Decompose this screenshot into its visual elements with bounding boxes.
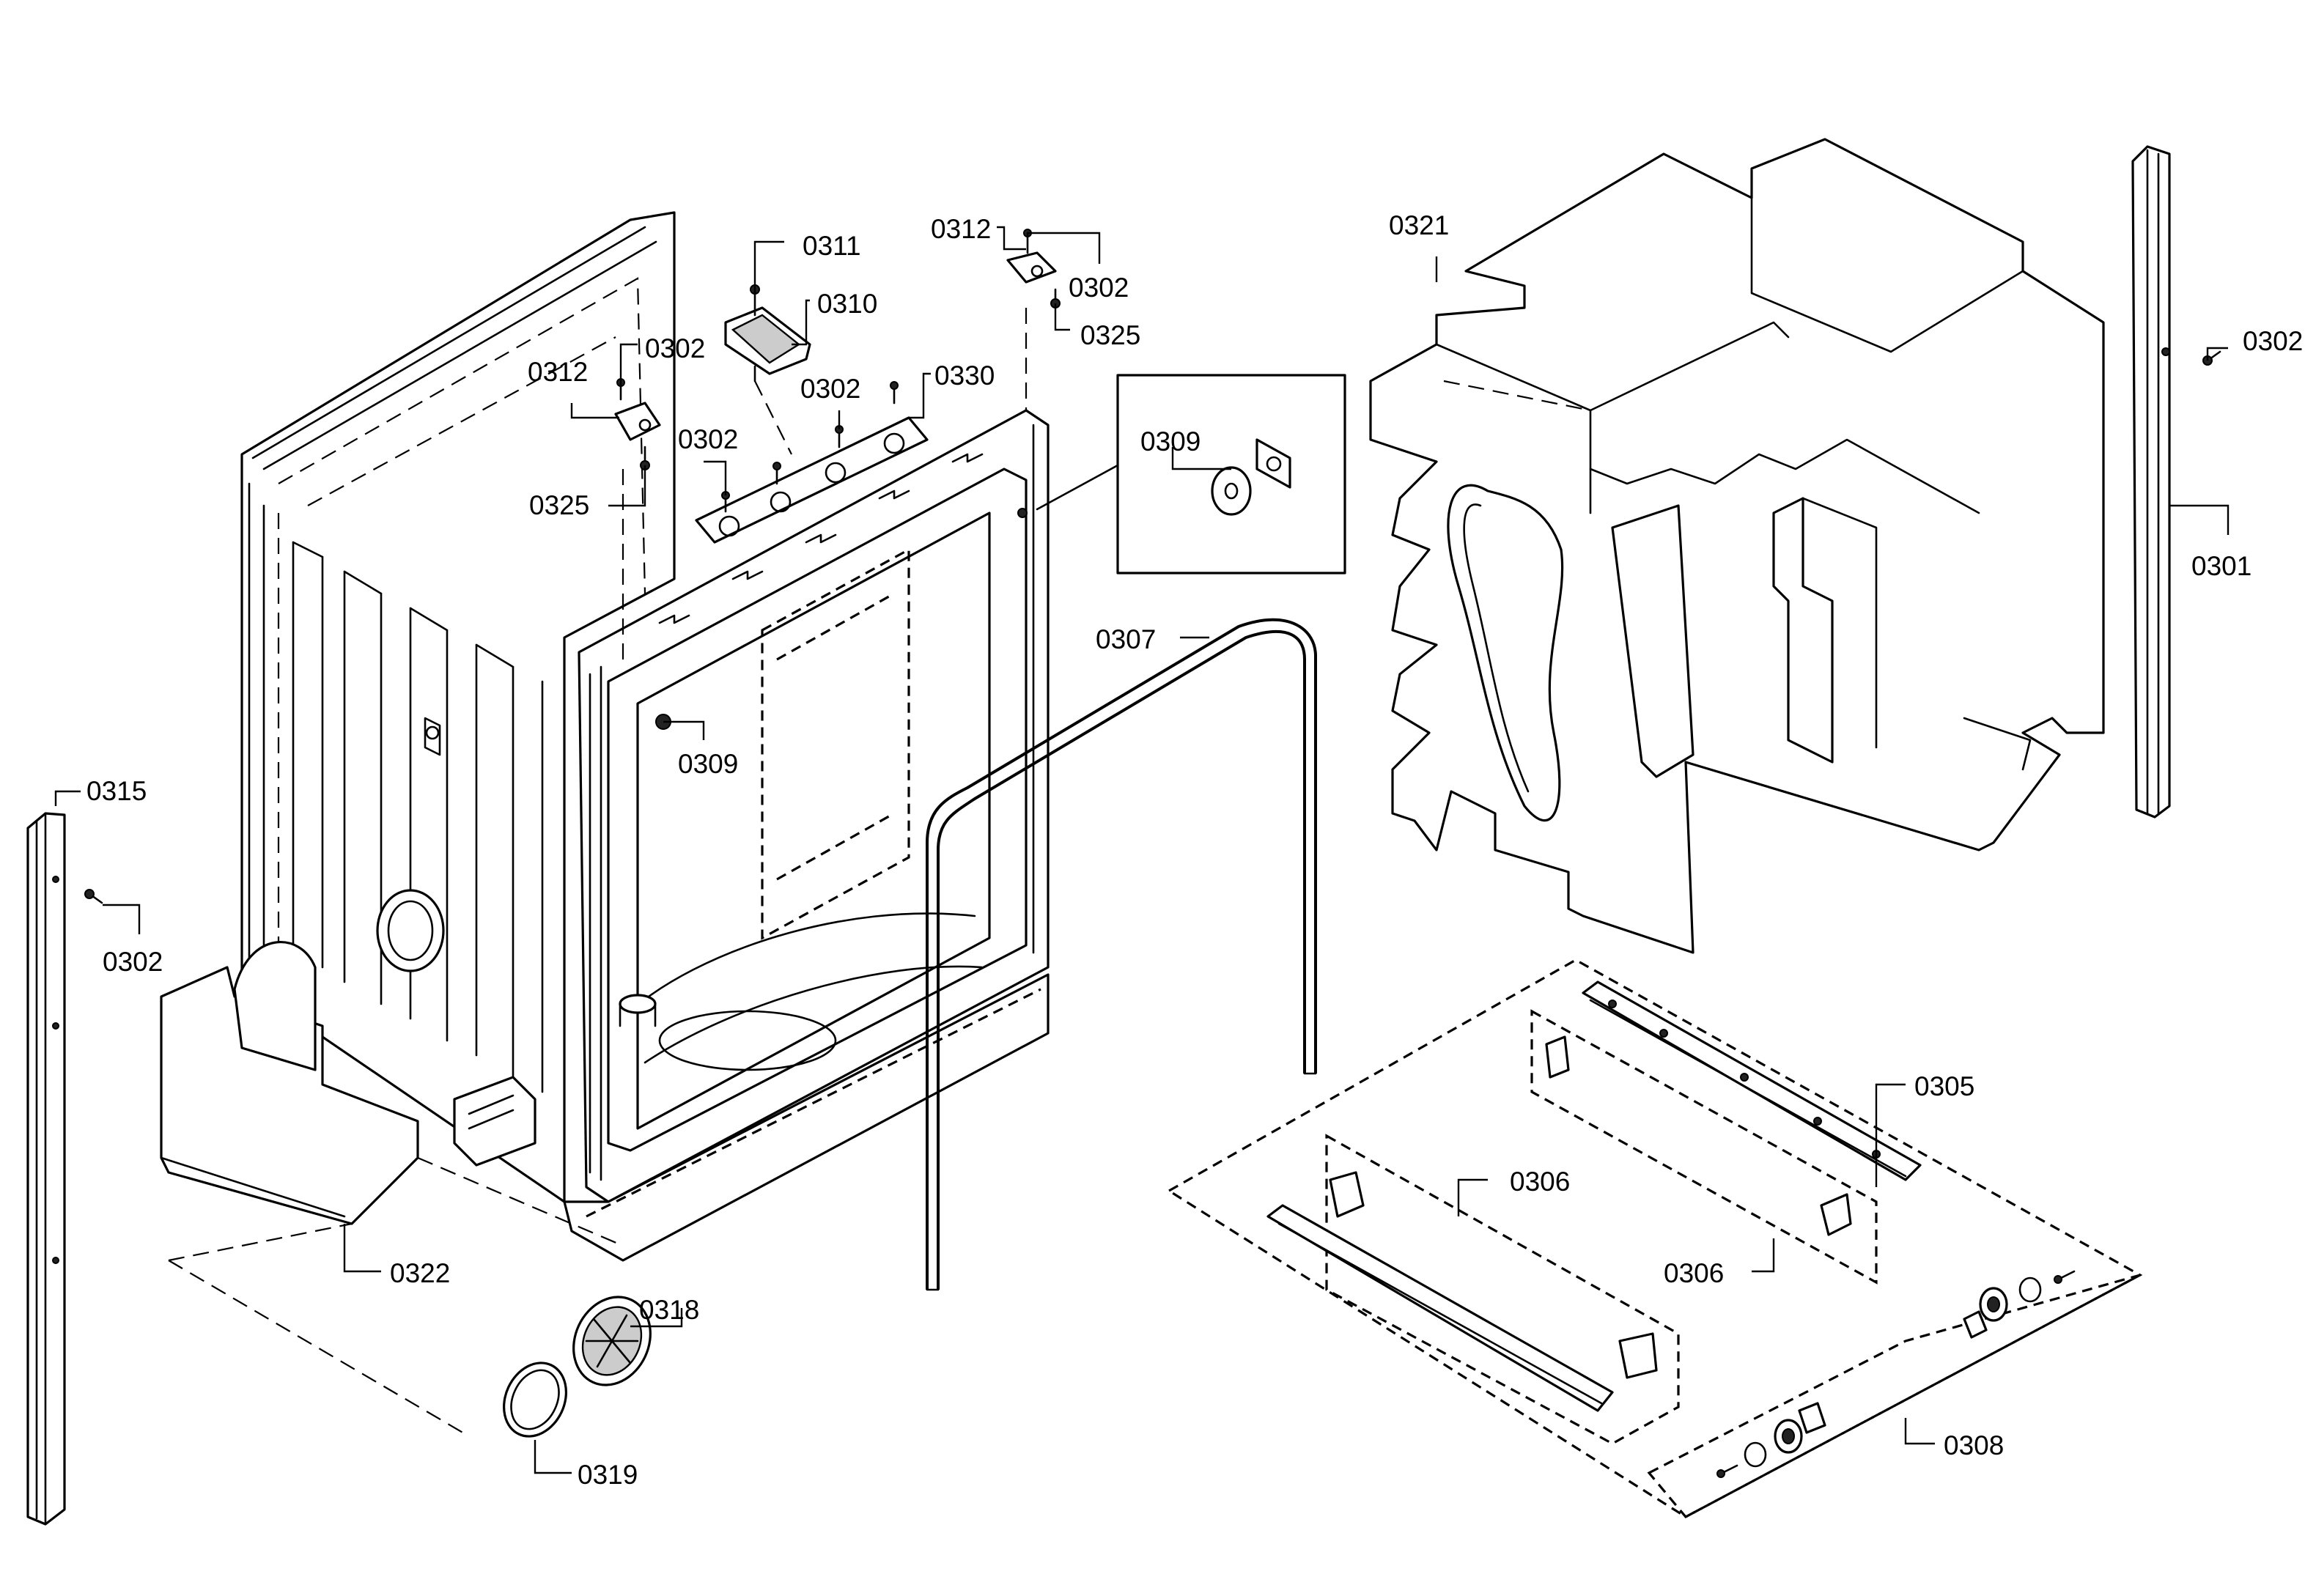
label-0302-mid: 0302 [800, 374, 860, 404]
insulation-blanket [1369, 138, 2105, 954]
label-0301: 0301 [2191, 551, 2252, 581]
side-trim-strip-left [26, 812, 103, 1526]
label-0302-left-strip: 0302 [103, 947, 163, 977]
label-0319: 0319 [578, 1460, 638, 1490]
label-0315: 0315 [86, 776, 147, 806]
pump-seal-parts [503, 1296, 652, 1438]
label-0325-right: 0325 [1080, 320, 1140, 350]
label-0307: 0307 [1096, 624, 1156, 654]
label-0306-lower: 0306 [1664, 1258, 1724, 1288]
label-0312-right: 0312 [931, 214, 991, 244]
label-0302-top-right: 0302 [1069, 273, 1129, 303]
base-bracket [160, 941, 624, 1437]
label-0306-upper: 0306 [1510, 1167, 1570, 1197]
tub-assembly [240, 211, 1050, 1262]
side-trim-strip-right [2131, 145, 2221, 819]
label-0312-left: 0312 [528, 357, 588, 387]
part-labels: 0311 0310 0312 0302 0325 0312 0302 0325 … [86, 210, 2303, 1490]
label-0308: 0308 [1944, 1430, 2004, 1460]
label-0302-right-strip: 0302 [2243, 326, 2303, 356]
label-0310: 0310 [817, 289, 877, 319]
guide-lines [622, 308, 1028, 660]
label-0311: 0311 [803, 231, 861, 261]
label-0302-left: 0302 [645, 333, 705, 363]
label-0309-tub: 0309 [678, 749, 738, 779]
label-0321: 0321 [1389, 210, 1449, 240]
label-0309-detail: 0309 [1140, 426, 1201, 457]
leader-lines [54, 226, 2230, 1474]
hinge-parts [614, 229, 1061, 544]
label-0318: 0318 [639, 1295, 699, 1325]
label-0330: 0330 [934, 361, 995, 391]
label-0302-plate: 0302 [678, 424, 738, 454]
label-0325-left: 0325 [529, 490, 589, 520]
detail-box-0309 [1036, 374, 1346, 575]
label-0322: 0322 [390, 1258, 450, 1288]
label-0305: 0305 [1914, 1071, 1974, 1101]
rail-assembly [1166, 958, 2143, 1519]
door-gasket [926, 618, 1317, 1291]
